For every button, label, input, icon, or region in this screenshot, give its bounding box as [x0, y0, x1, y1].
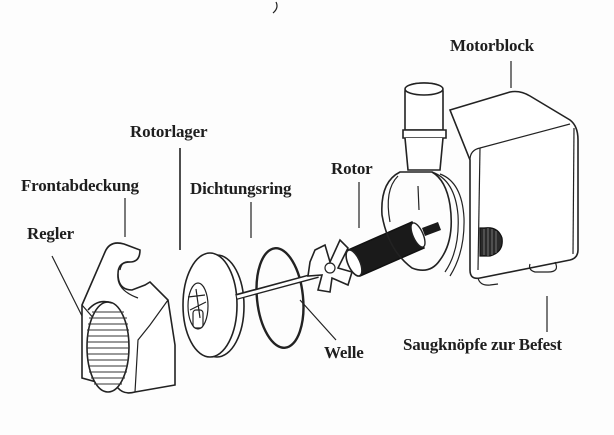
label-rotor: Rotor [331, 159, 373, 178]
leader-lines [51, 61, 548, 341]
rotor-bearing [182, 252, 245, 358]
top-artifact [272, 1, 278, 14]
leader-welle [299, 299, 337, 341]
shaft [235, 272, 319, 300]
motor-block [381, 82, 579, 286]
label-regler: Regler [27, 224, 74, 243]
label-welle: Welle [324, 343, 364, 362]
label-saugknoepfe: Saugknöpfe zur Befest [403, 335, 562, 354]
impeller [307, 238, 354, 293]
label-rotorlager: Rotorlager [130, 122, 208, 141]
label-dichtungsring: Dichtungsring [190, 179, 292, 198]
seal-ring [255, 247, 305, 349]
rotor-magnet [345, 221, 441, 277]
label-frontabdeckung: Frontabdeckung [21, 176, 139, 195]
leader-regler [51, 255, 84, 319]
label-motorblock: Motorblock [450, 36, 534, 55]
front-cover [81, 242, 176, 394]
